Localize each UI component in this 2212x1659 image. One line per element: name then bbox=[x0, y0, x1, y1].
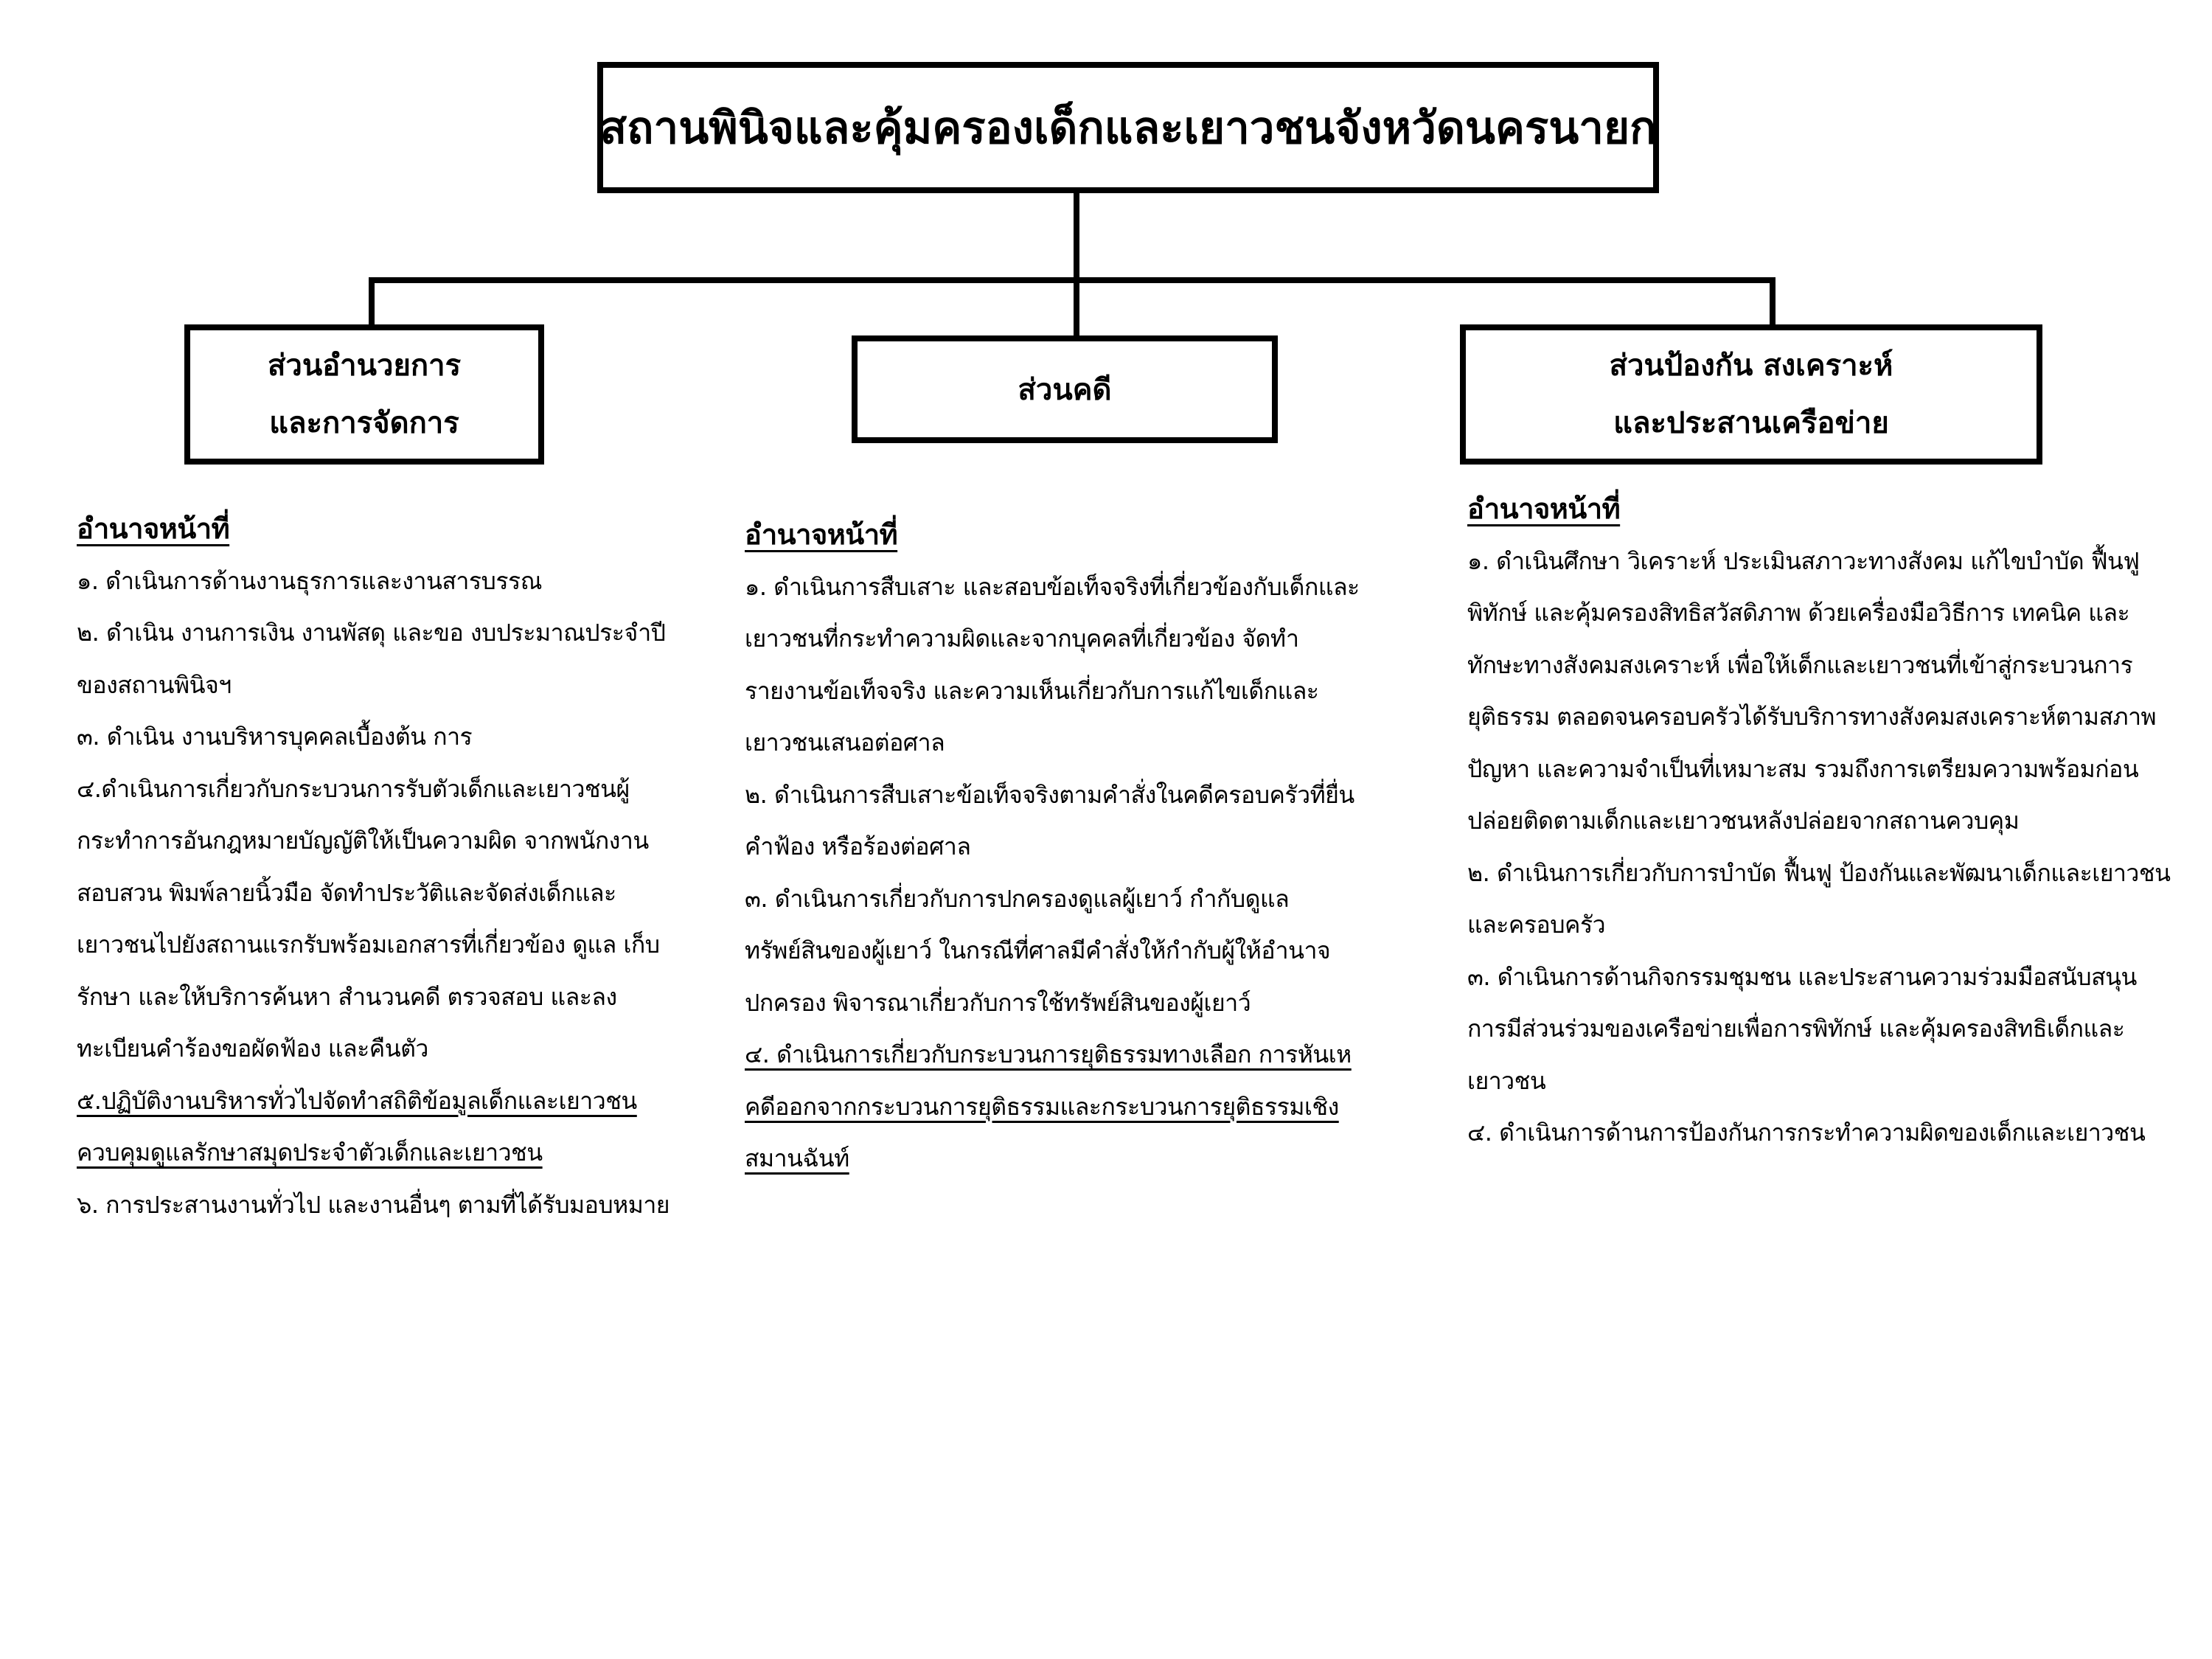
duty-item: ๓. ดำเนินการด้านกิจกรรมชุมชน และประสานคว… bbox=[1467, 962, 2137, 1095]
connector-mid-vertical bbox=[1074, 277, 1079, 338]
duty-item: ๔.ดำเนินการเกี่ยวกับกระบวนการรับตัวเด็กแ… bbox=[77, 774, 660, 1063]
unit-box-administration: ส่วนอำนวยการ และการจัดการ bbox=[184, 324, 544, 465]
duty-item: ๑. ดำเนินศึกษา วิเคราะห์ ประเมินสภาวะทาง… bbox=[1467, 546, 2157, 835]
duty-item: ๒. ดำเนินการสืบเสาะข้อเท็จจริงตามคำสั่งใ… bbox=[745, 780, 1354, 861]
unit-name-line1: ส่วนป้องกัน สงเคราะห์ bbox=[1609, 349, 1893, 383]
connector-root-vertical bbox=[1074, 193, 1079, 280]
unit-name-line1: ส่วนอำนวยการ bbox=[267, 349, 462, 383]
connector-right-vertical bbox=[1770, 277, 1775, 327]
org-root-title: สถานพินิจและคุ้มครองเด็กและเยาวชนจังหวัด… bbox=[599, 102, 1657, 154]
duty-item: ๒. ดำเนิน งานการเงิน งานพัสดุ และขอ งบปร… bbox=[77, 619, 666, 699]
duties-heading: อำนาจหน้าที่ bbox=[745, 518, 898, 551]
duties-heading: อำนาจหน้าที่ bbox=[77, 512, 230, 545]
duty-item: ๑. ดำเนินการสืบเสาะ และสอบข้อเท็จจริงที่… bbox=[745, 572, 1360, 757]
duties-column-cases: อำนาจหน้าที่ ๑. ดำเนินการสืบเสาะ และสอบข… bbox=[745, 509, 1371, 1185]
duties-heading: อำนาจหน้าที่ bbox=[1467, 493, 1621, 525]
org-root-box: สถานพินิจและคุ้มครองเด็กและเยาวชนจังหวัด… bbox=[597, 62, 1659, 193]
duties-column-administration: อำนาจหน้าที่ ๑. ดำเนินการด้านงานธุรการแล… bbox=[77, 503, 681, 1231]
unit-name-line1: ส่วนคดี bbox=[1018, 373, 1112, 407]
duty-item: ๔. ดำเนินการด้านการป้องกันการกระทำความผิ… bbox=[1467, 1119, 2146, 1147]
duty-item: ๓. ดำเนิน งานบริหารบุคคลเบื้องต้น การ bbox=[77, 723, 473, 751]
duty-item: ๔. ดำเนินการเกี่ยวกับกระบวนการยุติธรรมทา… bbox=[745, 1040, 1352, 1172]
connector-horizontal-bar bbox=[369, 277, 1775, 283]
unit-name-line2: และประสานเครือข่าย bbox=[1613, 406, 1889, 440]
unit-box-prevention: ส่วนป้องกัน สงเคราะห์ และประสานเครือข่าย bbox=[1460, 324, 2042, 465]
unit-box-cases: ส่วนคดี bbox=[852, 335, 1278, 443]
duties-column-prevention: อำนาจหน้าที่ ๑. ดำเนินศึกษา วิเคราะห์ ปร… bbox=[1467, 483, 2175, 1159]
duty-item: ๕.ปฏิบัติงานบริหารทั่วไปจัดทำสถิติข้อมูล… bbox=[77, 1086, 637, 1167]
duty-item: ๓. ดำเนินการเกี่ยวกับการปกครองดูแลผู้เยา… bbox=[745, 884, 1331, 1017]
duty-item: ๖. การประสานงานทั่วไป และงานอื่นๆ ตามที่… bbox=[77, 1190, 670, 1219]
unit-name-line2: และการจัดการ bbox=[269, 406, 459, 440]
duty-item: ๒. ดำเนินการเกี่ยวกับการบำบัด ฟื้นฟู ป้อ… bbox=[1467, 858, 2171, 939]
connector-left-vertical bbox=[369, 277, 375, 327]
duty-item: ๑. ดำเนินการด้านงานธุรการและงานสารบรรณ bbox=[77, 566, 542, 595]
